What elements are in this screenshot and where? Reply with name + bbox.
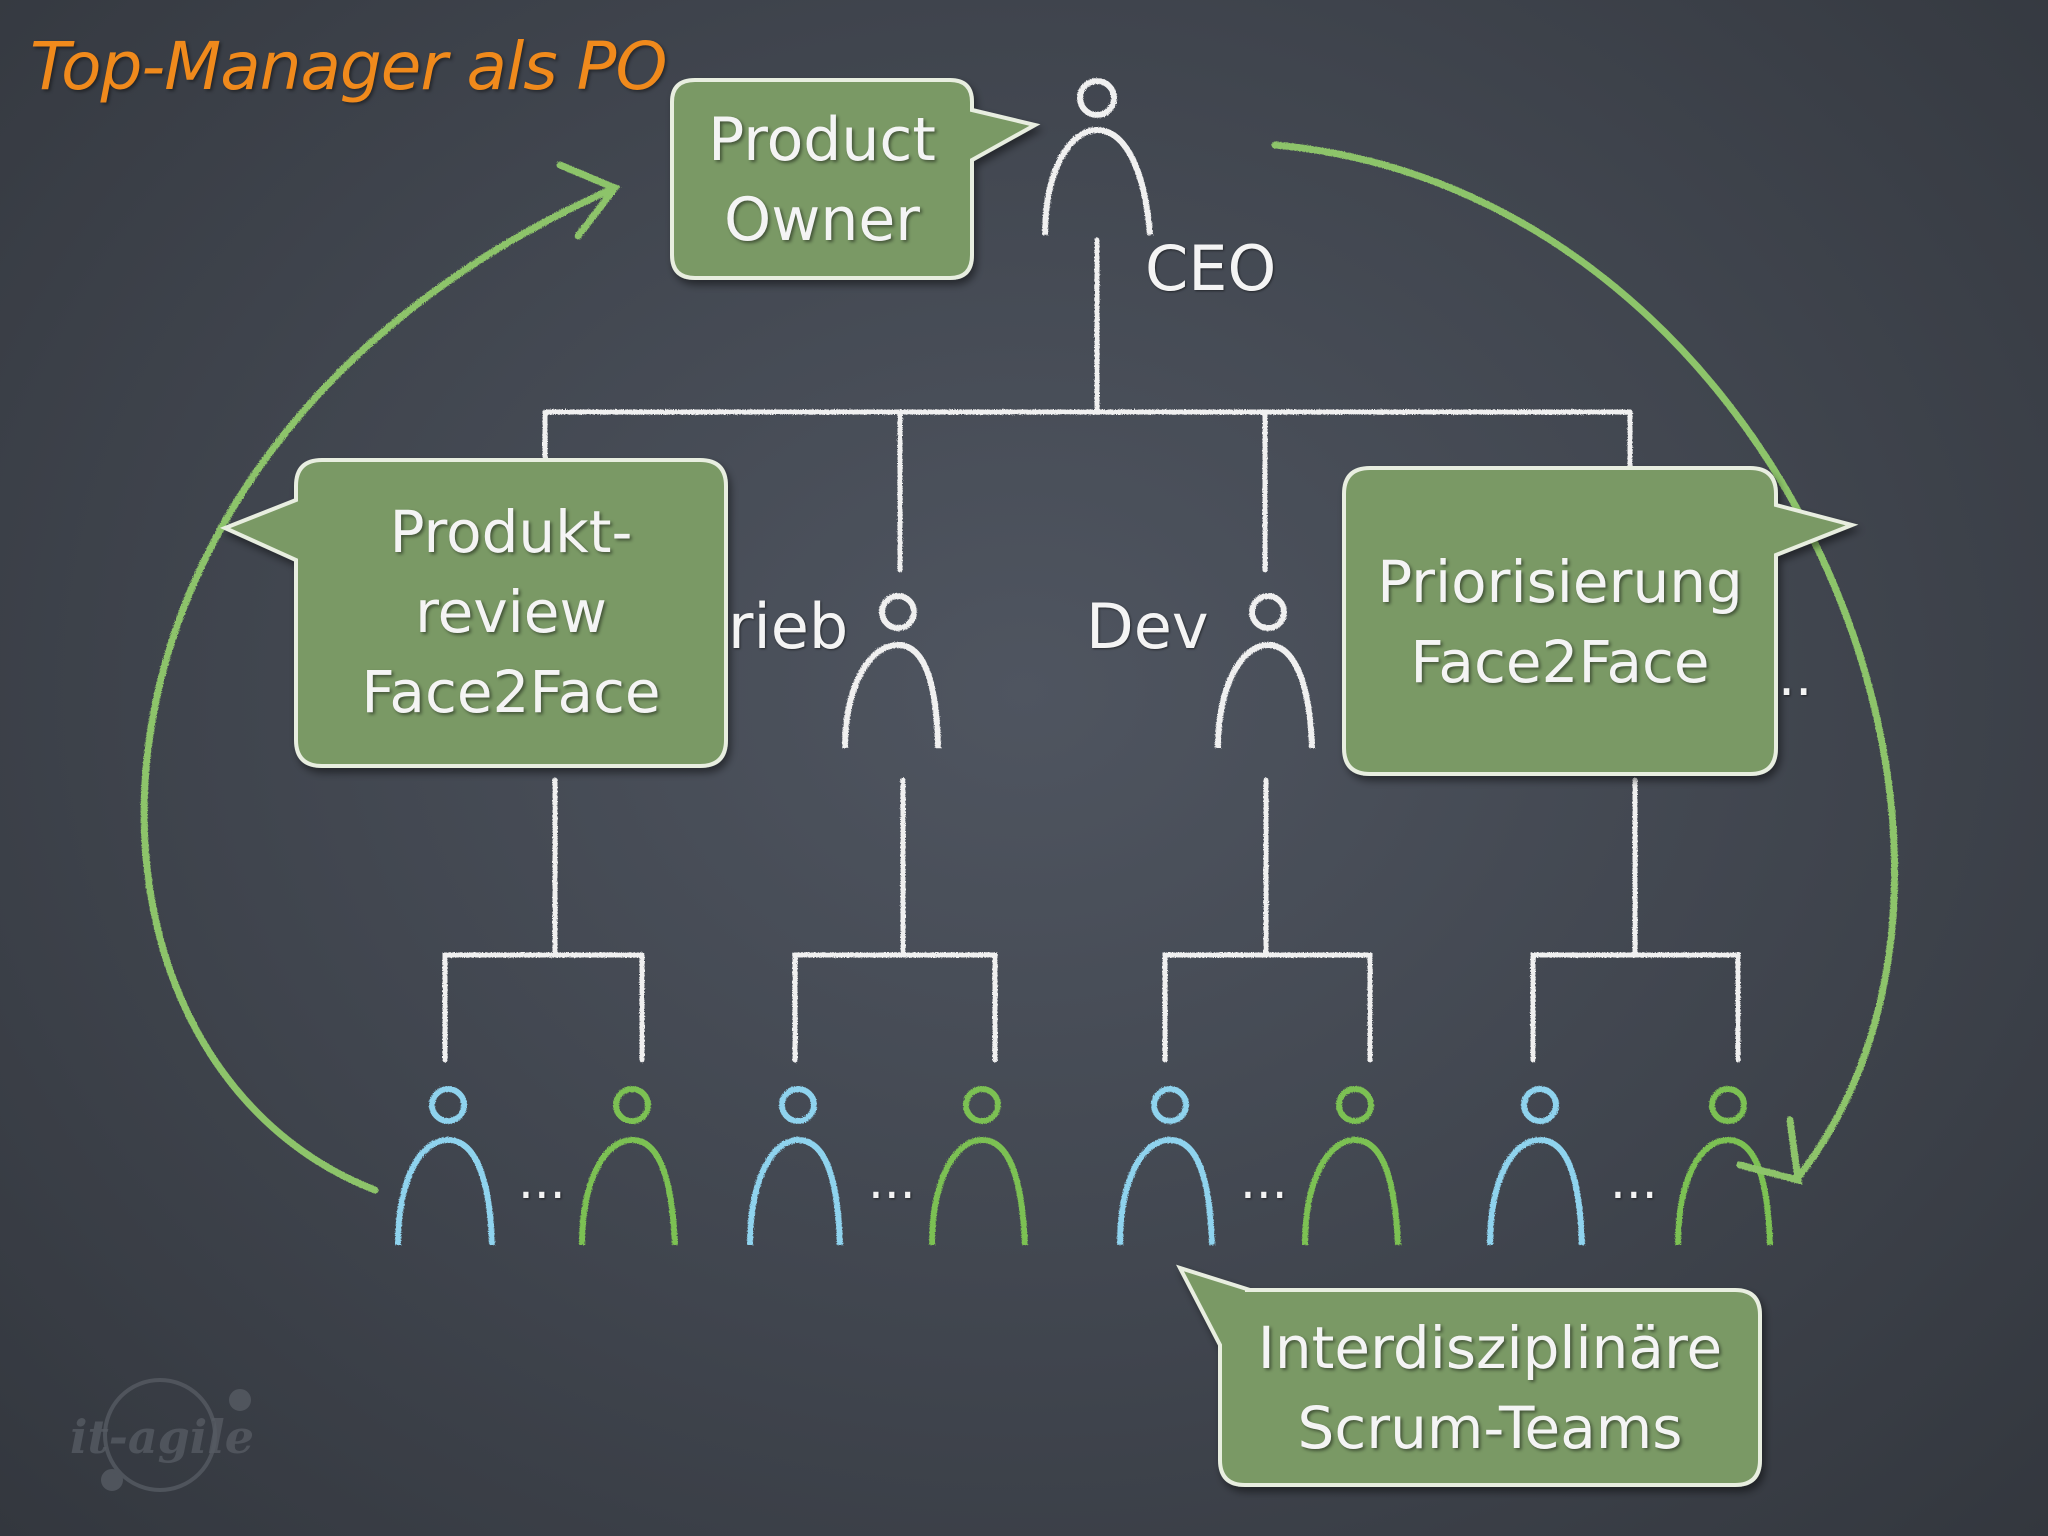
team-member-green-4 <box>1675 1086 1773 1246</box>
team-member-green-1 <box>579 1086 678 1246</box>
arrow-right-to-teams <box>1271 141 1898 1179</box>
team-member-blue-3 <box>1117 1086 1215 1246</box>
team-member-green-2 <box>929 1086 1028 1246</box>
arrowhead-left <box>556 161 621 240</box>
bubble-prioritization <box>1342 466 1859 776</box>
team-ellipsis-1: ... <box>518 1152 566 1210</box>
bubble-product-owner-line1: Product <box>708 105 936 175</box>
bubble-product-owner-text: Product Owner <box>672 100 972 260</box>
slide-title: Top-Manager als PO <box>30 28 667 105</box>
bubble-teams <box>1176 1264 1762 1487</box>
arrow-left-to-po <box>140 186 614 1194</box>
team-ellipsis-2: ... <box>868 1152 916 1210</box>
team-member-blue-2 <box>747 1086 843 1246</box>
ceo-figure <box>1042 78 1153 236</box>
ellipsis-right: .. <box>1778 645 1813 708</box>
bubble-teams-text: Interdisziplinäre Scrum-Teams <box>1220 1308 1760 1468</box>
ceo-label: CEO <box>1145 232 1277 305</box>
org-chart-lines <box>442 237 1741 1063</box>
team-ellipsis-3: ... <box>1240 1152 1288 1210</box>
bubble-review-line1: Produkt- <box>389 498 633 566</box>
logo-mark <box>101 1378 251 1492</box>
team-ellipsis-4: ... <box>1610 1152 1658 1210</box>
bubble-teams-line2: Scrum-Teams <box>1297 1394 1683 1462</box>
bubble-product-owner <box>670 78 1041 280</box>
team-figures <box>395 1086 1773 1246</box>
feedback-arrows <box>140 141 1898 1194</box>
team-member-blue-4 <box>1487 1086 1585 1246</box>
arrowhead-right <box>1736 1116 1803 1185</box>
bubble-review-line3: Face2Face <box>361 658 661 726</box>
manager-figure-2 <box>1215 593 1315 749</box>
bubble-prioritization-line2: Face2Face <box>1410 628 1710 696</box>
manager-label-1: rieb <box>728 590 849 663</box>
team-member-green-3 <box>1302 1086 1401 1246</box>
manager-label-2: Dev <box>1086 590 1209 663</box>
team-member-blue-1 <box>395 1086 495 1246</box>
company-logo: it-agile <box>70 1410 254 1464</box>
bubble-prioritization-line1: Priorisierung <box>1377 548 1743 616</box>
bubble-review-line2: review <box>415 578 607 646</box>
manager-figure-1 <box>842 593 941 749</box>
bubble-teams-line1: Interdisziplinäre <box>1257 1314 1723 1382</box>
bubble-review-text: Produkt- review Face2Face <box>296 492 726 732</box>
bubble-review <box>219 458 728 768</box>
bubble-prioritization-text: Priorisierung Face2Face <box>1344 542 1776 702</box>
bubble-product-owner-line2: Owner <box>724 185 920 255</box>
